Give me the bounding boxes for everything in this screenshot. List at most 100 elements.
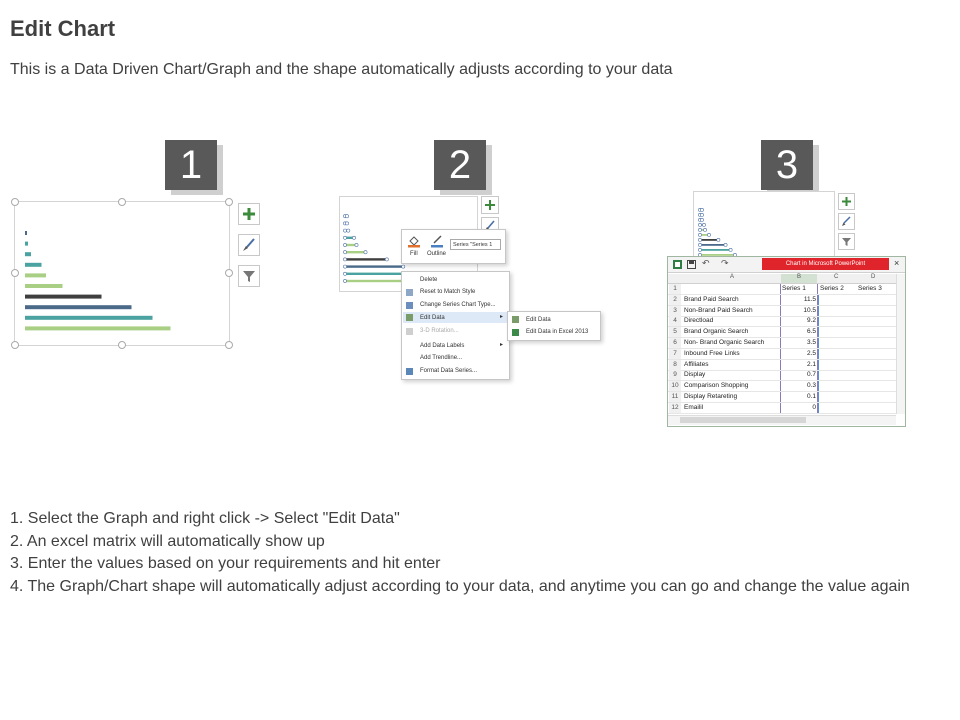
value-cell[interactable]: 3.5	[806, 339, 816, 346]
chart-bar[interactable]	[700, 254, 735, 256]
menu-item-format-series[interactable]: Format Data Series...	[420, 368, 478, 374]
row-number[interactable]: 9	[669, 370, 681, 381]
category-cell[interactable]: Brand Organic Search	[684, 328, 749, 336]
chart-styles-button[interactable]	[238, 234, 260, 256]
value-cell[interactable]: 9.2	[806, 317, 816, 325]
bar-selection-handle[interactable]	[698, 248, 702, 252]
bar-selection-handle[interactable]	[343, 228, 347, 233]
chart-bar[interactable]	[25, 252, 31, 257]
chart-bar[interactable]	[25, 326, 171, 331]
chart-bar[interactable]	[700, 249, 731, 251]
selection-handle[interactable]	[118, 341, 126, 349]
chart-bar[interactable]	[345, 279, 425, 283]
series-header-cell[interactable]: Series 2	[820, 285, 844, 292]
chart-bar[interactable]	[345, 236, 355, 239]
category-cell[interactable]: Affiliates	[684, 360, 709, 368]
series-header-cell[interactable]: Series 1	[782, 285, 806, 292]
category-cell[interactable]: Display Retareting	[684, 393, 738, 400]
bar-selection-handle[interactable]	[345, 214, 349, 219]
chart-bar[interactable]	[700, 244, 726, 246]
chart-bar[interactable]	[345, 272, 415, 275]
column-header[interactable]: D	[871, 274, 876, 280]
bar-selection-handle[interactable]	[363, 250, 368, 255]
bar-selection-handle[interactable]	[700, 207, 704, 212]
selection-handle[interactable]	[225, 198, 233, 206]
bar-selection-handle[interactable]	[345, 221, 349, 226]
bar-selection-handle[interactable]	[346, 228, 351, 233]
bar-selection-handle[interactable]	[707, 233, 711, 237]
chart-bar[interactable]	[25, 241, 28, 246]
category-cell[interactable]: Comparison Shopping	[684, 382, 749, 390]
category-cell[interactable]: Display	[684, 371, 706, 379]
value-cell[interactable]: 6.5	[806, 328, 816, 336]
series-header-cell[interactable]	[684, 284, 720, 294]
bar-selection-handle[interactable]	[698, 238, 702, 242]
bar-selection-handle[interactable]	[384, 257, 389, 262]
chart-bar[interactable]	[25, 231, 27, 235]
series-header-cell[interactable]: Series 3	[858, 285, 882, 292]
value-cell[interactable]: 11.5	[803, 295, 816, 303]
chart-styles-button[interactable]	[838, 213, 855, 230]
chart-filters-button[interactable]	[838, 233, 855, 250]
bar-selection-handle[interactable]	[700, 212, 704, 217]
paint-bucket-icon[interactable]	[407, 234, 421, 248]
bar-selection-handle[interactable]	[728, 248, 733, 252]
row-number[interactable]: 1	[669, 284, 681, 294]
bar-chart-3[interactable]	[694, 192, 834, 264]
chart-elements-button[interactable]	[481, 196, 499, 214]
chart-bar[interactable]	[25, 294, 102, 299]
row-number[interactable]: 10	[669, 381, 681, 392]
chart-bar[interactable]	[345, 258, 387, 261]
menu-item-change-chart-type[interactable]: Change Series Chart Type...	[420, 302, 496, 308]
category-cell[interactable]: Brand Paid Search	[684, 295, 739, 303]
undo-icon[interactable]: ↶	[702, 258, 710, 268]
bar-selection-handle[interactable]	[702, 223, 706, 227]
table-row[interactable]: 1 Series 1 Series 2 Series 3	[668, 284, 896, 295]
bar-selection-handle[interactable]	[343, 243, 347, 247]
row-number[interactable]: 7	[669, 348, 681, 359]
bar-selection-handle[interactable]	[716, 238, 721, 242]
selection-handle[interactable]	[118, 198, 126, 206]
menu-item-add-data-labels[interactable]: Add Data Labels	[420, 343, 465, 349]
chart-bar[interactable]	[25, 262, 42, 267]
value-cell[interactable]: 0	[812, 403, 816, 411]
value-cell[interactable]: 10.5	[803, 306, 816, 314]
vertical-scrollbar[interactable]	[896, 274, 905, 414]
row-number[interactable]: 6	[669, 338, 681, 348]
chart-bar[interactable]	[345, 243, 357, 247]
menu-item-edit-data[interactable]: Edit Data	[420, 315, 445, 321]
close-icon[interactable]: ×	[894, 258, 900, 268]
bar-selection-handle[interactable]	[343, 250, 347, 255]
row-number[interactable]: 8	[669, 359, 681, 370]
horizontal-scrollbar[interactable]	[668, 415, 896, 425]
chart-bar[interactable]	[700, 234, 709, 236]
category-cell[interactable]: Directload	[684, 317, 714, 325]
bar-chart-2[interactable]	[340, 197, 477, 291]
row-number[interactable]: 2	[669, 294, 681, 305]
chart-filters-button[interactable]	[238, 265, 260, 287]
chart-bar[interactable]	[700, 224, 704, 226]
outline-pen-icon[interactable]	[430, 234, 444, 248]
redo-icon[interactable]: ↷	[721, 258, 729, 268]
bar-selection-handle[interactable]	[700, 217, 704, 222]
bar-selection-handle[interactable]	[352, 235, 356, 240]
bar-selection-handle[interactable]	[698, 243, 702, 247]
chart-elements-button[interactable]	[838, 193, 855, 210]
bar-selection-handle[interactable]	[698, 233, 702, 237]
submenu-edit-in-excel[interactable]: Edit Data in Excel 2013	[526, 329, 589, 335]
chart-bar[interactable]	[25, 305, 132, 310]
bar-selection-handle[interactable]	[703, 228, 707, 232]
bar-selection-handle[interactable]	[343, 235, 347, 240]
scrollbar-thumb[interactable]	[680, 417, 806, 423]
save-icon[interactable]	[687, 260, 696, 269]
